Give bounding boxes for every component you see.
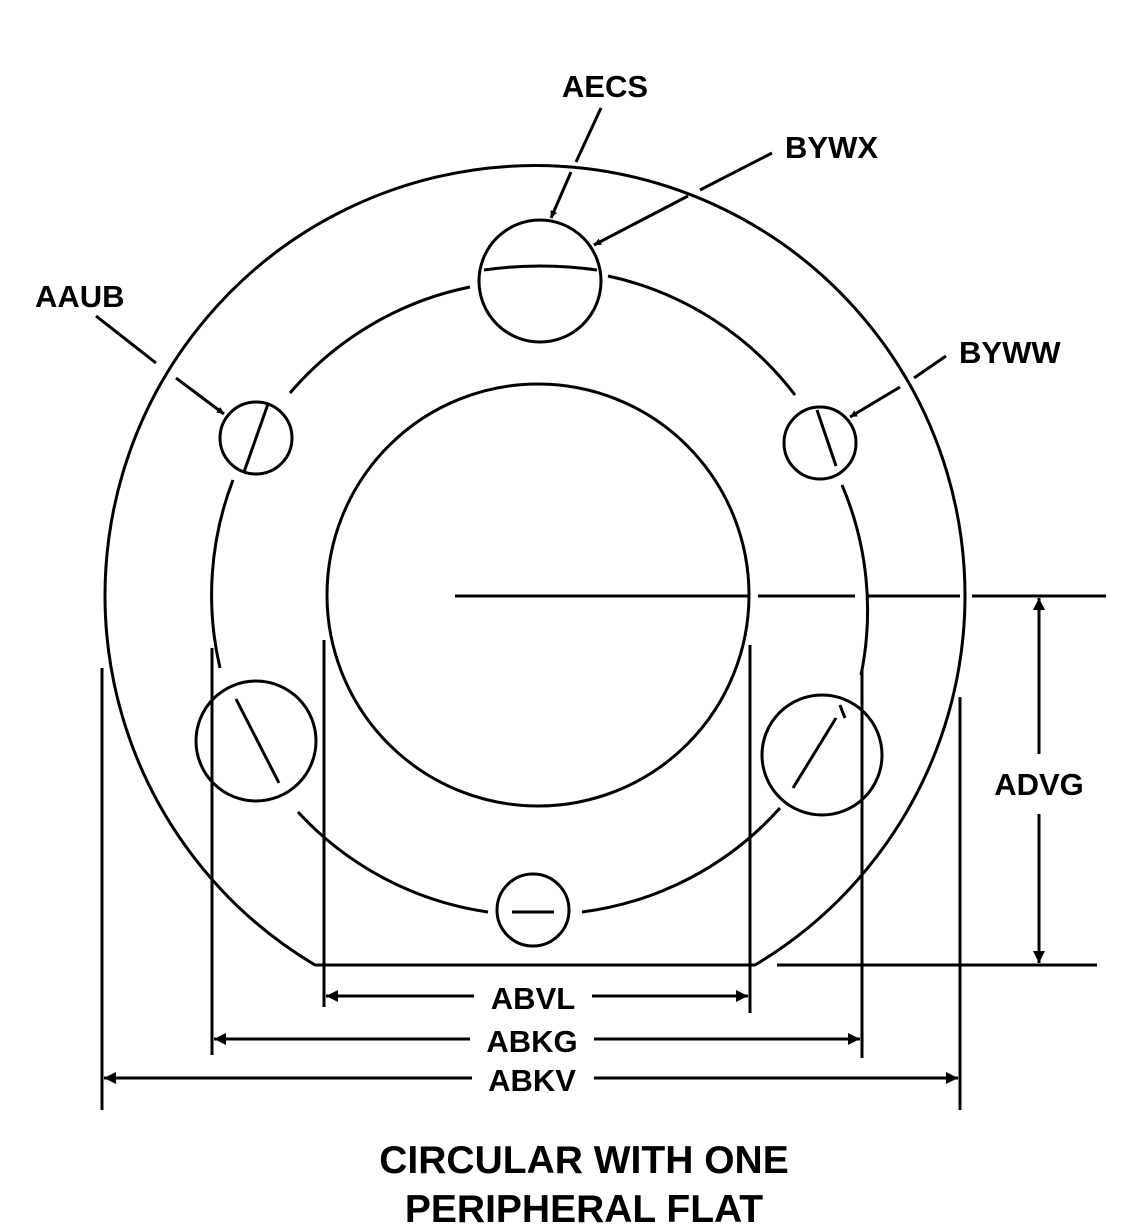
leader-byww	[849, 354, 947, 419]
bolt-hole-bottom	[495, 872, 571, 948]
leader-aaub	[95, 314, 225, 416]
bolt-hole-lower-right	[760, 693, 884, 817]
caption-line-2: PERIPHERAL FLAT	[405, 1188, 763, 1231]
extension-lines	[100, 640, 1097, 1110]
leader-aecs	[549, 107, 603, 219]
label-advg: ADVG	[994, 767, 1084, 802]
bolt-hole-upper-left	[218, 400, 294, 476]
label-abkv: ABKV	[488, 1063, 576, 1098]
bolt-hole-lower-left	[194, 679, 318, 803]
outer-flange-outline	[103, 164, 967, 967]
caption-line-1: CIRCULAR WITH ONE	[379, 1139, 788, 1182]
bolt-circle	[210, 274, 870, 914]
bolt-hole-upper-right	[782, 405, 858, 481]
bolt-hole-top	[477, 218, 603, 344]
label-abkg: ABKG	[486, 1024, 577, 1059]
label-bywx: BYWX	[785, 130, 878, 165]
label-aaub: AAUB	[35, 279, 125, 314]
label-byww: BYWW	[959, 335, 1061, 370]
label-aecs: AECS	[562, 69, 648, 104]
label-abvl: ABVL	[491, 981, 575, 1016]
leader-bywx	[593, 151, 773, 247]
center-bore	[325, 382, 751, 808]
